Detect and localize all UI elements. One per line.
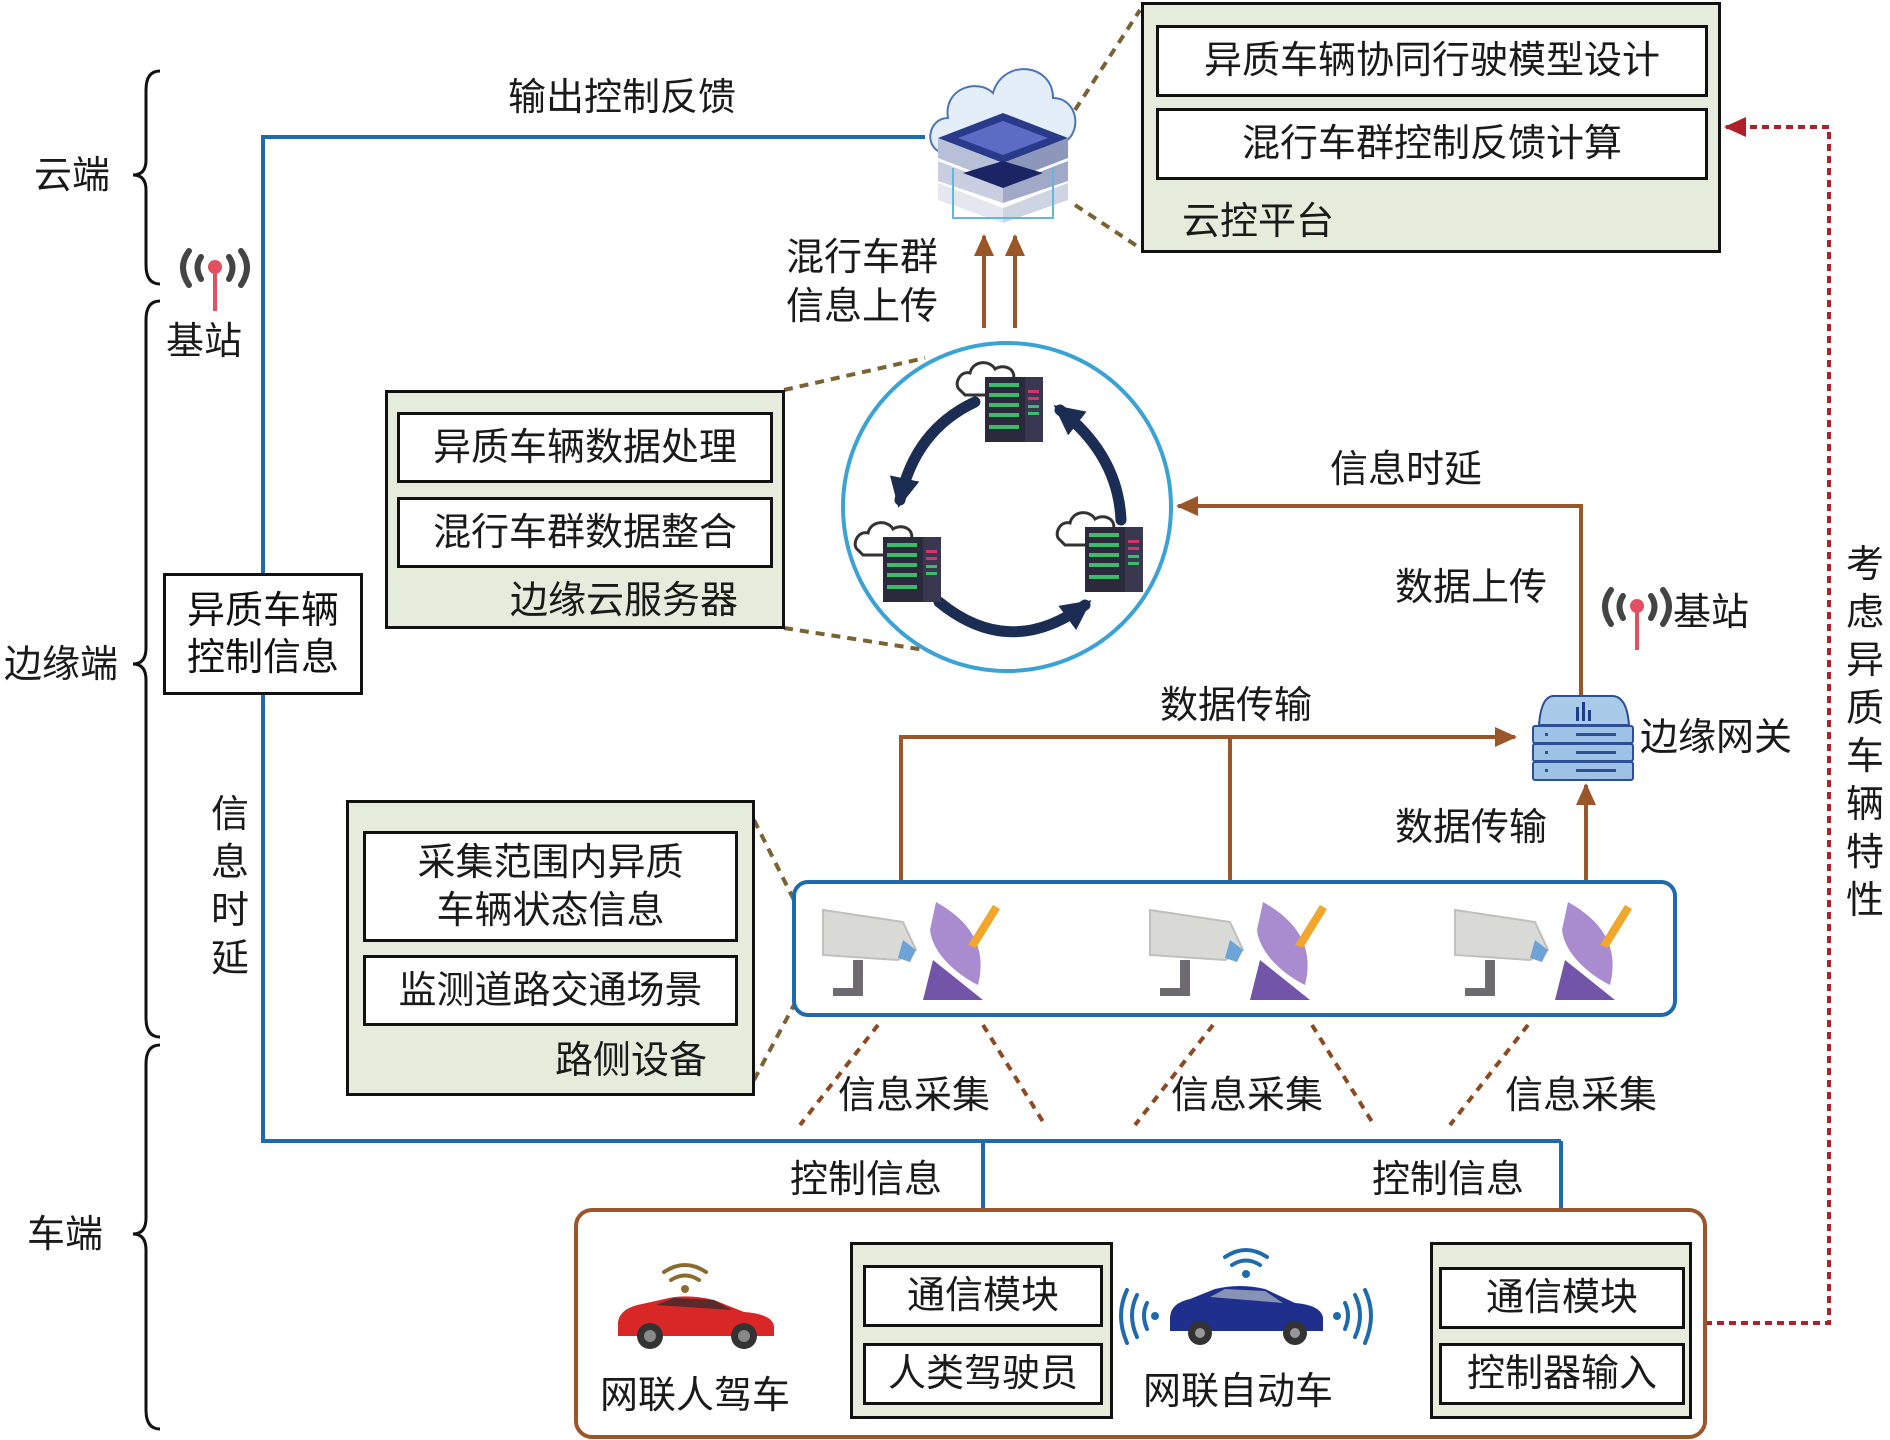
consider-hetero-label: 考 虑 异 质 车 辆 特 性 (1845, 542, 1884, 922)
signal-left-icon (1119, 1288, 1149, 1345)
data-transfer-lines (899, 727, 1596, 882)
blue-control-line (261, 135, 1571, 1240)
auto-vehicle-panel[interactable]: 通信模块 控制器输入 (1430, 1242, 1692, 1419)
edge-item-data-processing[interactable]: 异质车辆数据处理 (397, 412, 773, 483)
tier-cloud-label: 云端 (34, 153, 111, 197)
human-driven-car-icon[interactable] (614, 1260, 779, 1352)
edge-item-data-integration[interactable]: 混行车群数据整合 (397, 497, 773, 568)
base-station-icon-right (1602, 587, 1672, 650)
auto-item-comm-module[interactable]: 通信模块 (1439, 1267, 1685, 1329)
base-station-icon-left (180, 248, 250, 311)
info-delay-left-label: 信 息 时 延 (210, 792, 249, 980)
edge-server-icon-left (853, 521, 941, 602)
wifi-icon (1223, 1248, 1269, 1267)
camera-icon (1454, 908, 1550, 996)
cloud-item-model-design[interactable]: 异质车辆协同行驶模型设计 (1156, 25, 1708, 97)
autonomous-car-icon[interactable] (1115, 1245, 1377, 1350)
dish-icon (923, 902, 1000, 1000)
cloud-item-feedback-calc[interactable]: 混行车群控制反馈计算 (1156, 108, 1708, 180)
fleet-upload-label-2: 信息上传 (786, 284, 939, 328)
edge-gateway-label: 边缘网关 (1640, 715, 1793, 759)
data-upload-label: 数据上传 (1395, 565, 1548, 609)
dish-icon (1250, 902, 1327, 1000)
edge-server-icon-right (1055, 511, 1143, 592)
control-info-left-label: 控制信息 (790, 1157, 943, 1201)
data-transfer-top-label: 数据传输 (1160, 683, 1313, 727)
tier-vehicle-label: 车端 (27, 1212, 104, 1256)
base-station-right-label: 基站 (1673, 590, 1750, 634)
data-transfer-right-label: 数据传输 (1395, 805, 1548, 849)
dish-icon (1555, 902, 1632, 1000)
edge-server-icon-top (955, 361, 1043, 442)
cloud-platform-title: 云控平台 (1182, 199, 1335, 243)
human-vehicle-label: 网联人驾车 (600, 1373, 791, 1417)
roadside-panel[interactable]: 采集范围内异质 车辆状态信息 监测道路交通场景 路侧设备 (346, 800, 755, 1096)
camera-icon (1149, 908, 1245, 996)
human-vehicle-panel[interactable]: 通信模块 人类驾驶员 (850, 1242, 1113, 1419)
info-delay-line (1176, 496, 1583, 697)
signal-right-icon (1343, 1288, 1373, 1345)
info-collect-lines (798, 1023, 1530, 1127)
sensor-group-1 (822, 902, 1000, 1000)
cloud-platform-panel[interactable]: 异质车辆协同行驶模型设计 混行车群控制反馈计算 云控平台 (1141, 2, 1721, 253)
camera-icon (822, 908, 918, 996)
hetero-feedback-line (1705, 117, 1831, 1325)
human-item-comm-module[interactable]: 通信模块 (863, 1265, 1103, 1327)
control-info-right-label: 控制信息 (1372, 1157, 1525, 1201)
tier-edge-label: 边缘端 (4, 642, 119, 686)
edge-server-title: 边缘云服务器 (510, 578, 739, 622)
fleet-upload-arrows (974, 234, 1025, 328)
info-collect-label-3: 信息采集 (1505, 1073, 1658, 1117)
roadside-item-monitor-traffic[interactable]: 监测道路交通场景 (363, 955, 738, 1026)
base-station-left-label: 基站 (166, 319, 243, 363)
brace-edge (132, 299, 161, 1039)
sensor-group-3 (1454, 902, 1632, 1000)
wifi-icon (662, 1263, 708, 1282)
hetero-control-info-box[interactable]: 异质车辆 控制信息 (163, 573, 363, 695)
info-collect-label-2: 信息采集 (1171, 1073, 1324, 1117)
brace-cloud (132, 69, 161, 286)
info-collect-label-1: 信息采集 (838, 1073, 991, 1117)
roadside-title: 路侧设备 (555, 1038, 708, 1082)
brace-vehicle (132, 1043, 161, 1431)
cycle-arrows (889, 396, 1127, 638)
edge-server-panel[interactable]: 异质车辆数据处理 混行车群数据整合 边缘云服务器 (385, 390, 785, 629)
cloud-server-icon[interactable] (923, 43, 1088, 228)
human-item-driver[interactable]: 人类驾驶员 (863, 1343, 1103, 1405)
roadside-item-collect-state[interactable]: 采集范围内异质 车辆状态信息 (363, 831, 738, 942)
fleet-upload-label-1: 混行车群 (786, 235, 939, 279)
auto-vehicle-label: 网联自动车 (1143, 1369, 1334, 1413)
sensor-group-2 (1149, 902, 1327, 1000)
info-delay-top-label: 信息时延 (1330, 447, 1483, 491)
edge-gateway-icon[interactable] (1531, 693, 1635, 783)
auto-item-controller-input[interactable]: 控制器输入 (1439, 1343, 1685, 1405)
output-feedback-label: 输出控制反馈 (508, 75, 737, 119)
